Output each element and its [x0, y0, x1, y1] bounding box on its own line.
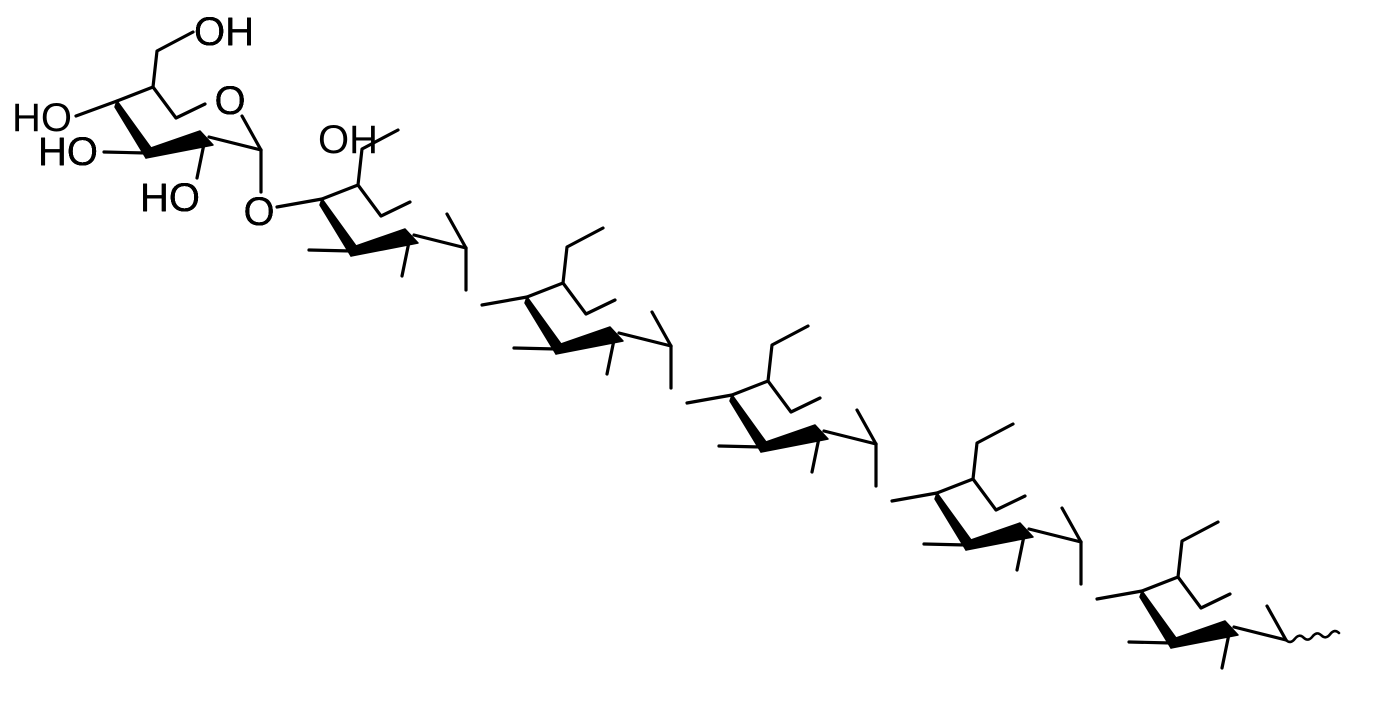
- bond-line: [935, 477, 1027, 512]
- bond-line: [617, 331, 673, 348]
- glycosidic-oxygen-label: O: [243, 190, 274, 234]
- bond-line: [151, 30, 195, 89]
- wedge-bond: [555, 326, 624, 355]
- bond-line: [1095, 589, 1144, 601]
- c2-hydroxyl-label: HO: [140, 176, 200, 220]
- c2-hydroxyl-label: HO: [140, 176, 200, 220]
- c3-hydroxyl-label: HO: [38, 130, 98, 174]
- glycosidic-oxygen-label: O: [243, 190, 274, 234]
- c3-hydroxyl-label: HO: [38, 130, 98, 174]
- bond-line: [922, 542, 968, 547]
- c3-hydroxyl-label: HO: [38, 130, 98, 174]
- c6-hydroxyl-label: OH: [194, 10, 254, 54]
- bond-line: [717, 444, 763, 449]
- bond-line: [730, 379, 822, 414]
- glucose-unit: OH HO HO O O: [38, 10, 1144, 601]
- bond-line: [971, 422, 1015, 481]
- bond-line: [766, 324, 810, 383]
- bond-line: [1265, 604, 1288, 642]
- c2-hydroxyl-label: HO: [140, 176, 200, 220]
- wedge-bond: [965, 522, 1034, 551]
- glycosidic-oxygen-label: O: [243, 190, 274, 234]
- bond-line: [400, 235, 412, 278]
- c4-hydroxyl-label: HO: [12, 96, 72, 140]
- bond-line: [525, 281, 617, 316]
- c6-hydroxyl-label: OH: [194, 10, 254, 54]
- bond-line: [685, 393, 734, 405]
- c2-hydroxyl-label: HO: [140, 176, 200, 220]
- bond-line: [512, 346, 558, 351]
- bond-line: [890, 491, 939, 503]
- bond-line: [240, 114, 263, 152]
- ring-oxygen-label: O: [214, 79, 245, 123]
- bond-line: [115, 85, 207, 120]
- glucose-unit: OH HO HO O OH: [38, 10, 1341, 670]
- wedge-bond: [934, 492, 972, 551]
- wedge-bond: [114, 100, 152, 159]
- wedge-bond: [524, 296, 562, 355]
- bond-line: [1127, 640, 1173, 645]
- bond-line: [810, 431, 822, 474]
- bond-line: [855, 408, 878, 446]
- bond-line: [1232, 625, 1288, 642]
- bond-line: [1176, 520, 1220, 579]
- c6-hydroxyl-label: OH: [194, 10, 254, 54]
- wedge-bond: [319, 198, 357, 257]
- ring-oxygen-label: O: [214, 79, 245, 123]
- glucose-unit: OH HO HO O O: [38, 10, 734, 405]
- wedge-bond: [1170, 620, 1239, 649]
- c3-hydroxyl-label: HO: [38, 130, 98, 174]
- ring-oxygen-label: O: [214, 79, 245, 123]
- bond-line: [650, 310, 673, 348]
- c6-hydroxyl-label: OH: [194, 10, 254, 54]
- c6-hydroxyl-label: OH: [194, 10, 254, 54]
- anomeric-hydroxyl-label: OH: [318, 118, 378, 162]
- bond-line: [1140, 575, 1232, 610]
- bond-line: [1220, 627, 1232, 670]
- glucose-unit: OH HO HO O O: [38, 10, 939, 503]
- bond-line: [102, 150, 148, 155]
- bond-line: [307, 248, 353, 253]
- bond-line: [1015, 529, 1027, 572]
- bond-line: [445, 212, 468, 250]
- c6-hydroxyl-label: OH: [194, 10, 254, 54]
- glycosidic-oxygen-label: O: [243, 190, 274, 234]
- wedge-bond: [760, 424, 829, 453]
- bond-line: [275, 197, 324, 209]
- c2-hydroxyl-label: HO: [140, 176, 200, 220]
- bond-line: [356, 128, 400, 187]
- c2-hydroxyl-label: HO: [140, 176, 200, 220]
- ring-oxygen-label: O: [214, 79, 245, 123]
- wedge-bond: [350, 228, 419, 257]
- bond-line: [822, 429, 878, 446]
- bond-line: [207, 135, 263, 152]
- ring-oxygen-label: O: [214, 79, 245, 123]
- ring-oxygen-label: O: [214, 79, 245, 123]
- c3-hydroxyl-label: HO: [38, 130, 98, 174]
- bond-line: [1027, 527, 1083, 544]
- wavy-bond: [1284, 629, 1341, 644]
- bond-line: [195, 137, 207, 180]
- glycosidic-oxygen-label: O: [243, 190, 274, 234]
- wedge-bond: [1139, 590, 1177, 649]
- wedge-bond: [145, 130, 214, 159]
- bond-line: [74, 99, 119, 118]
- bond-line: [1060, 506, 1083, 544]
- bond-line: [605, 333, 617, 376]
- wedge-bond: [729, 394, 767, 453]
- glucose-unit: OH HO HO O O: [38, 10, 529, 307]
- c3-hydroxyl-label: HO: [38, 130, 98, 174]
- bond-line: [320, 183, 412, 218]
- bond-line: [412, 233, 468, 250]
- bond-line: [480, 295, 529, 307]
- bond-line: [561, 226, 605, 285]
